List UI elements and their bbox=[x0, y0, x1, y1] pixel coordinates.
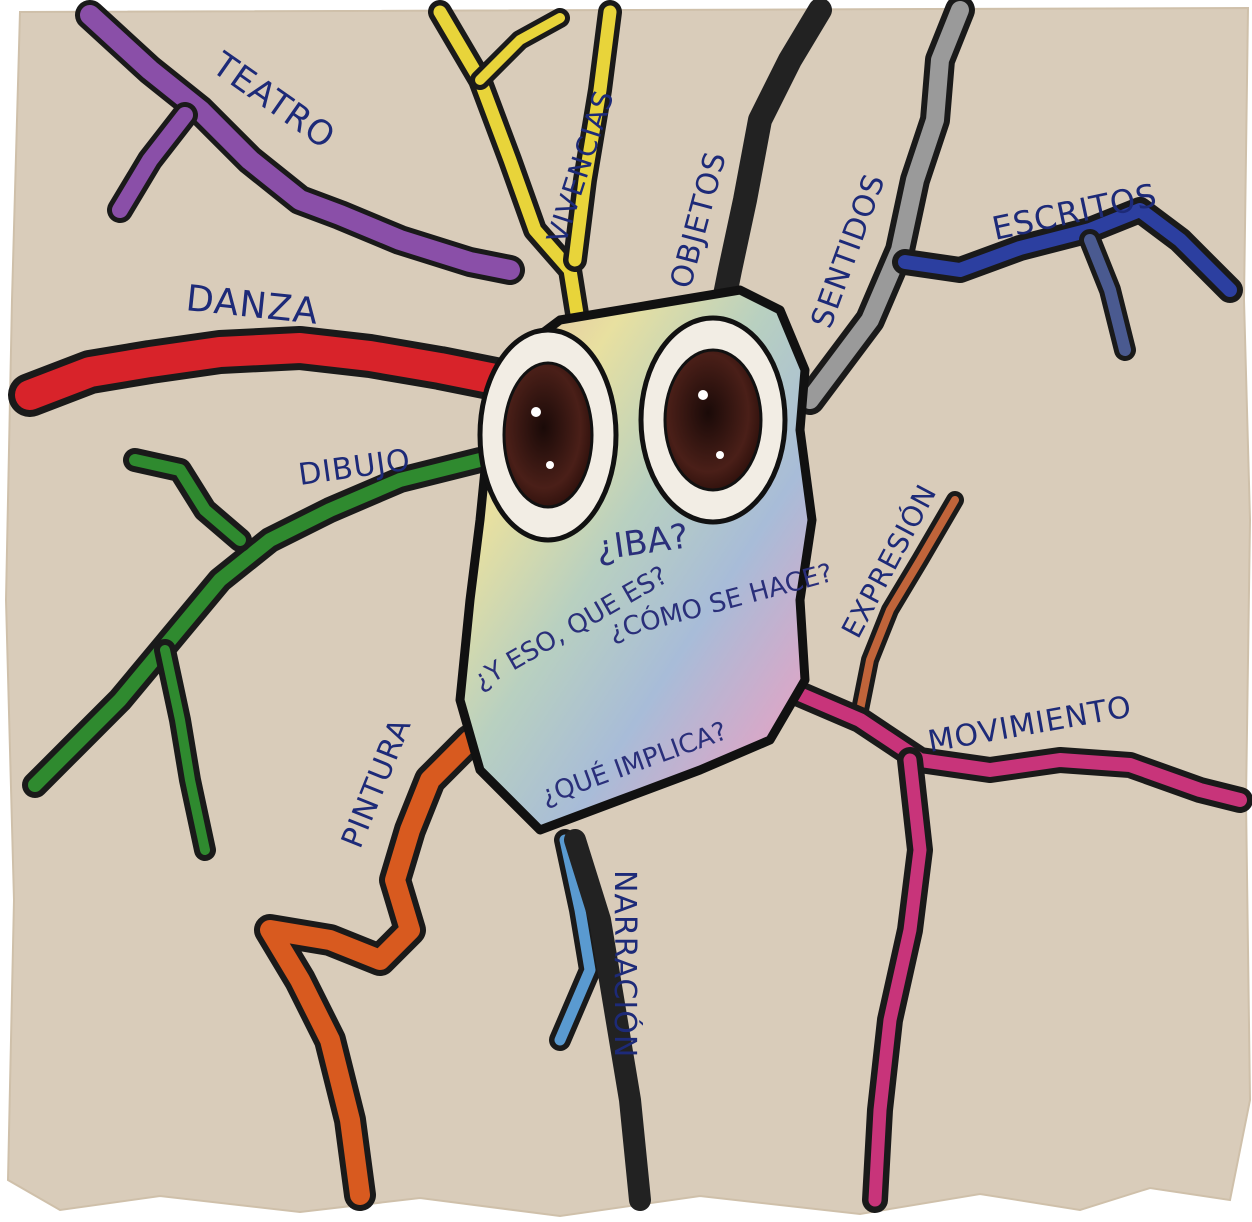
right-eye bbox=[641, 318, 785, 522]
label-narracion: NARRACIÓN bbox=[607, 870, 644, 1058]
left-eye bbox=[480, 330, 616, 540]
